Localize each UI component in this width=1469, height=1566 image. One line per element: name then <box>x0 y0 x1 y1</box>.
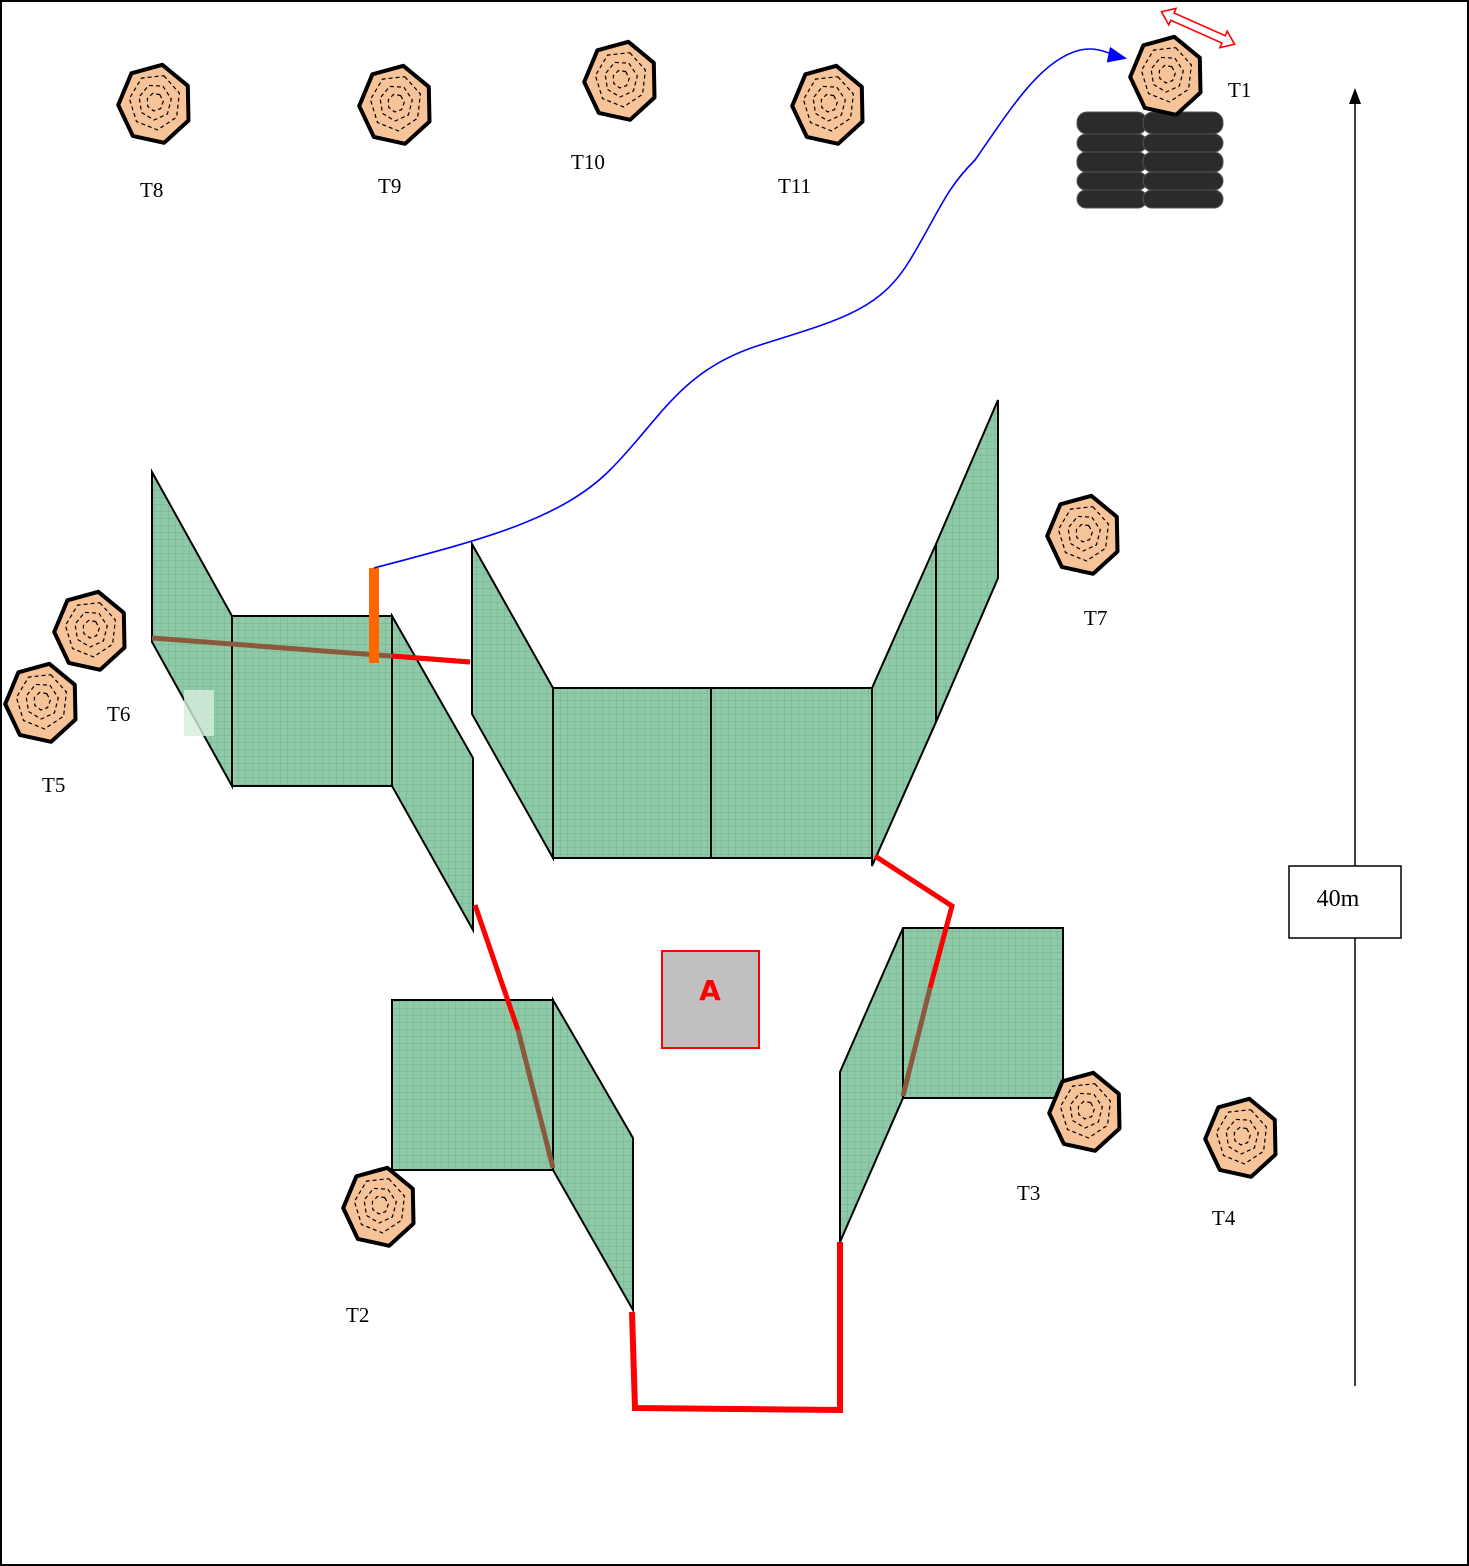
targets-layer <box>3 34 1278 1248</box>
paper-target-icon <box>1203 1096 1278 1179</box>
wall-panel <box>391 612 474 934</box>
target-label-t10: T10 <box>571 150 605 174</box>
wall-panel <box>391 999 554 1171</box>
fault-line-brown <box>515 1029 556 1169</box>
shot-path <box>373 46 1128 569</box>
target-label-t2: T2 <box>346 1303 369 1327</box>
paper-target-icon <box>1045 493 1120 576</box>
tyre-stack-icon <box>1076 111 1224 209</box>
paper-target-icon <box>52 589 127 672</box>
zone-box <box>661 950 760 1049</box>
wall-panel <box>552 687 712 859</box>
faded-patch <box>184 690 214 736</box>
fault-line-brown <box>900 987 933 1097</box>
paper-target-icon <box>341 1165 416 1248</box>
paper-target-icon <box>582 39 657 122</box>
paper-target-icon <box>116 62 191 145</box>
target-labels: T1 T2 T3 T4 T5 T6 T7 T8 T9 T10 T11 <box>42 78 1251 1327</box>
wall-panel <box>710 687 873 859</box>
wall-panel <box>935 399 999 723</box>
wall-panels <box>151 399 1064 1314</box>
wall-panel <box>231 615 393 787</box>
fault-line <box>472 904 521 1031</box>
wall-panel <box>839 927 904 1243</box>
target-label-t1: T1 <box>1228 78 1251 102</box>
target-label-t7: T7 <box>1084 606 1107 630</box>
zone-label: A <box>699 974 721 1007</box>
wall-panel <box>151 468 233 790</box>
target-label-t8: T8 <box>140 178 163 202</box>
target-label-t5: T5 <box>42 773 65 797</box>
distance-label: 40m <box>1317 886 1360 912</box>
target-label-t4: T4 <box>1212 1206 1236 1230</box>
fault-line <box>391 653 471 665</box>
paper-target-icon <box>1047 1070 1122 1153</box>
paper-target-icon <box>790 63 865 146</box>
arrow-head <box>1349 88 1361 104</box>
paper-target-icon <box>357 63 432 146</box>
distance-indicator: 40m <box>1288 88 1402 1386</box>
paper-target-icon <box>3 661 78 744</box>
fault-line <box>873 853 955 989</box>
distance-box <box>1288 865 1402 939</box>
wall-panel <box>552 996 634 1314</box>
wall-panel <box>471 540 554 862</box>
wall-panel <box>902 927 1064 1099</box>
mover-arrow-icon <box>1160 7 1236 49</box>
zone-a: A <box>661 950 760 1049</box>
paper-target-icon <box>1128 34 1203 117</box>
fault-line <box>629 1242 843 1414</box>
target-label-t6: T6 <box>107 702 130 726</box>
wall-panel <box>871 543 937 867</box>
target-label-t9: T9 <box>378 174 401 198</box>
target-label-t11: T11 <box>778 174 811 198</box>
target-label-t3: T3 <box>1017 1181 1040 1205</box>
fault-lines <box>151 635 955 1414</box>
